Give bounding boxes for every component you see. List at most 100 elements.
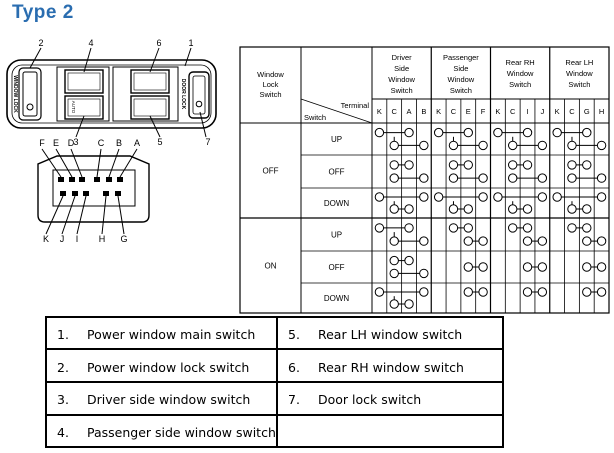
continuity-node [433,192,444,202]
legend-item: 1. Power window main switch [57,327,256,342]
continuity-node [389,160,399,170]
continuity-node [463,160,473,170]
continuity-node [567,160,577,170]
terminal-column-label: J [540,107,544,116]
continuity-node [448,140,459,151]
continuity-node [582,262,592,272]
terminal-column-label: K [555,107,560,116]
terminal-column-label: K [495,107,500,116]
lock-state-label: ON [265,262,277,271]
callout-line [83,47,92,73]
continuity-node [374,192,385,202]
terminal-header: Terminal [341,101,370,110]
door-lock-knob [192,75,206,115]
callout-line [149,47,160,73]
continuity-node [389,299,399,309]
terminal-pin-bottom [72,191,78,196]
terminal-column-label: K [377,107,382,116]
group-header: Side [394,64,409,73]
continuity-node [582,127,592,138]
continuity-node [567,204,577,214]
continuity-node [419,173,429,183]
continuity-node [463,262,473,272]
legend-table: 1. Power window main switch 2. Power win… [45,316,504,448]
terminal-leader [96,148,102,178]
continuity-node [374,287,385,297]
continuity-node [404,299,414,309]
terminal-label-e: E [53,138,59,148]
terminal-column-label: C [569,107,575,116]
continuity-node [582,287,592,297]
legend-row-divider [47,414,502,416]
page-title: Type 2 [12,2,74,23]
terminal-column-label: B [421,107,426,116]
terminal-label-j: J [60,234,65,244]
switch-position-label: UP [331,231,342,240]
rear-lh-window-switch [130,95,170,120]
continuity-node [537,287,548,297]
switch-position-label: DOWN [324,199,350,208]
callout-line [29,47,42,69]
legend-item: 6. Rear RH window switch [288,360,464,375]
driver-window-switch [64,95,104,120]
terminal-column-label: F [481,107,486,116]
legend-item: 2. Power window lock switch [57,360,250,375]
continuity-node [419,287,429,297]
continuity-node [567,140,577,151]
continuity-node [389,173,399,183]
continuity-node [389,236,399,246]
passenger-window-switch [64,69,104,94]
group-header: Window [566,69,593,78]
continuity-node [478,262,488,272]
group-header: Switch [450,86,472,95]
continuity-node [508,140,518,151]
group-header: Window [388,75,415,84]
continuity-node [419,236,429,246]
rear-rh-window-switch-face [133,72,167,91]
window-lock-switch-header: Window [257,70,284,79]
terminal-column-label: G [584,107,590,116]
group-header: Window [507,69,534,78]
group-header: Switch [509,80,531,89]
continuity-node [522,127,533,138]
door-lock-indicator [195,100,203,108]
window-lock-label: WINDOW LOCK [12,75,18,113]
continuity-node [493,192,503,202]
terminal-leader [108,148,120,178]
terminal-leader [70,148,83,178]
connector-body [37,155,150,223]
continuity-node [508,173,518,183]
terminal-label-c: C [98,138,105,148]
door-lock-label: DOOR LOCK [180,79,186,110]
continuity-node [582,160,592,170]
callout-5: 5 [157,137,162,147]
terminal-pin-top [69,177,75,182]
terminal-column-label: C [510,107,516,116]
continuity-node [582,236,592,246]
continuity-node [522,287,533,297]
terminal-pin-top [58,177,64,182]
continuity-node [433,127,444,138]
continuity-node [389,268,399,279]
terminal-column-label: H [599,107,604,116]
window-lock-knob [22,71,38,117]
switch-position-label: UP [331,135,342,144]
terminal-leader [55,148,73,178]
callout-line [199,111,207,138]
terminal-column-label: A [407,107,412,116]
group-header: Driver [392,53,413,62]
continuity-node [537,262,548,272]
terminal-pin-bottom [83,191,89,196]
continuity-node [596,262,607,272]
legend-item: 5. Rear LH window switch [288,327,463,342]
callout-line [75,115,85,138]
continuity-node [404,127,414,138]
terminal-pin-bottom [60,191,66,196]
continuity-node [522,223,533,233]
window-lock-indicator [26,103,34,111]
lock-state-label: OFF [263,167,279,176]
terminal-leader [45,195,64,235]
continuity-node [596,173,607,183]
group-header: Rear LH [565,58,593,67]
